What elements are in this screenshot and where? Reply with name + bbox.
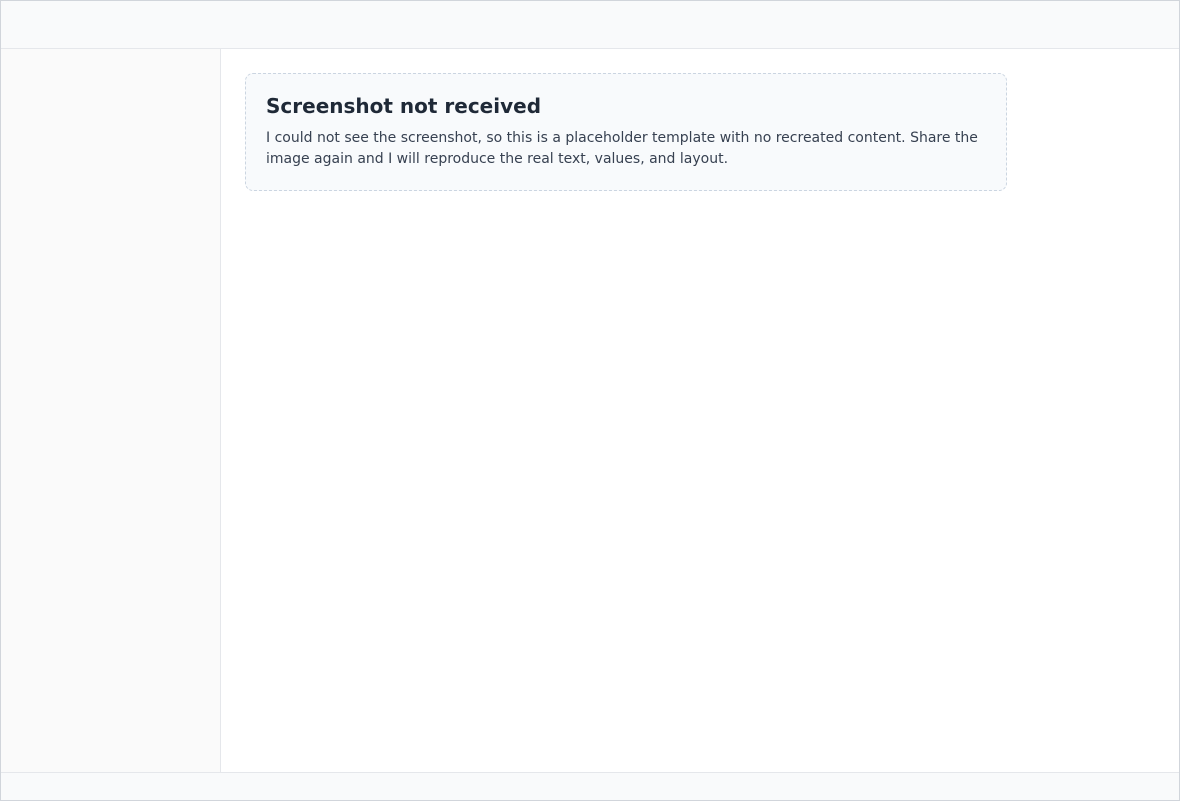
notice-title: Screenshot not received bbox=[266, 94, 542, 118]
app-header bbox=[1, 1, 1179, 49]
notice-message: I could not see the screenshot, so this … bbox=[266, 130, 978, 167]
sidebar-heading bbox=[13, 61, 208, 75]
sidebar bbox=[1, 49, 221, 772]
main-content: Screenshot not received I could not see … bbox=[221, 49, 1179, 772]
status-bar bbox=[1, 772, 1179, 800]
placeholder-notice: Screenshot not received I could not see … bbox=[245, 73, 1007, 191]
